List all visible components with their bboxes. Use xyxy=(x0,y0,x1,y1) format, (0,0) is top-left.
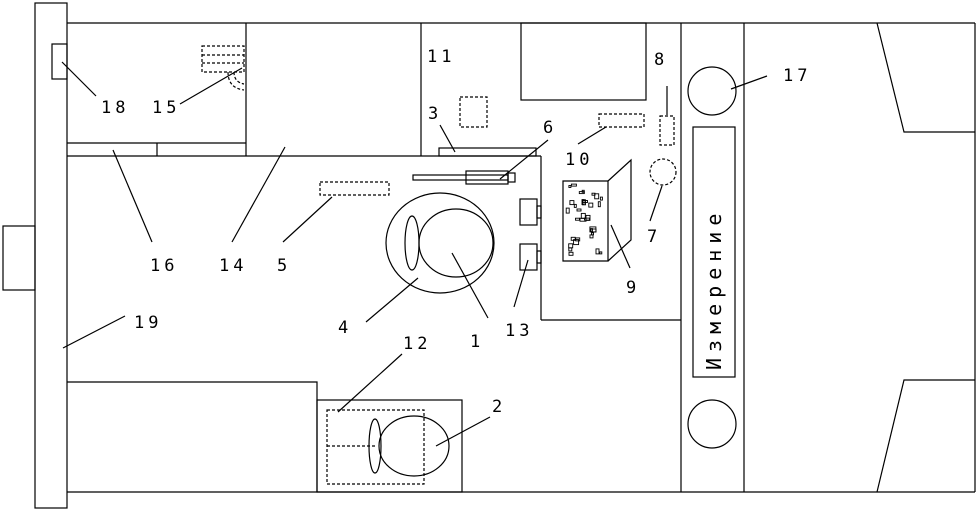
leader-6 xyxy=(499,139,549,180)
board-component xyxy=(578,191,585,195)
unit-2-housing xyxy=(316,399,463,493)
display-window xyxy=(692,126,736,378)
board-component xyxy=(588,202,594,208)
label-11: 11 xyxy=(427,47,455,67)
board-component xyxy=(582,200,588,203)
board-component xyxy=(576,208,582,212)
rod-6-tip xyxy=(507,172,516,183)
label-19: 19 xyxy=(134,313,162,333)
part-10 xyxy=(598,113,645,128)
lower-compartment xyxy=(67,381,318,492)
board-component xyxy=(591,232,594,236)
label-3: 3 xyxy=(428,104,442,124)
board-component xyxy=(589,234,594,239)
assembly-4 xyxy=(385,192,495,294)
leader-12 xyxy=(337,353,403,413)
display-word: Измерение xyxy=(702,208,726,370)
board-component xyxy=(565,207,570,214)
board-component xyxy=(582,199,586,206)
label-4: 4 xyxy=(338,318,352,338)
board-component xyxy=(597,201,601,208)
board-component xyxy=(585,214,591,221)
top-module xyxy=(520,22,647,101)
board-component xyxy=(568,243,574,249)
block-15-curve-2 xyxy=(233,71,245,85)
label-12: 12 xyxy=(403,334,431,354)
leader-14 xyxy=(231,146,286,243)
block-5 xyxy=(319,181,390,196)
sensor-11 xyxy=(459,96,488,128)
label-9: 9 xyxy=(626,278,640,298)
leader-1 xyxy=(451,252,489,319)
right-trapezoid-bottom xyxy=(876,379,975,493)
assembly-4-lens xyxy=(404,215,420,271)
label-7: 7 xyxy=(647,227,661,247)
part-1-disc xyxy=(418,208,494,278)
leader-9 xyxy=(610,224,631,269)
part-8 xyxy=(659,115,675,146)
leader-15 xyxy=(179,67,243,105)
block-15 xyxy=(201,45,245,73)
leader-5 xyxy=(282,196,333,243)
panel-connector xyxy=(51,43,68,80)
leader-19 xyxy=(62,315,126,349)
board-component xyxy=(570,183,577,187)
leader-18 xyxy=(61,61,97,97)
label-8: 8 xyxy=(654,50,668,70)
board-component xyxy=(573,239,580,246)
board-component xyxy=(573,203,577,208)
label-16: 16 xyxy=(150,256,178,276)
leader-17 xyxy=(730,75,768,90)
panel-handle xyxy=(2,225,36,291)
label-5: 5 xyxy=(277,256,291,276)
board-component xyxy=(594,193,600,200)
board-component xyxy=(568,247,573,252)
label-15: 15 xyxy=(152,98,180,118)
connector-13-upper xyxy=(519,198,538,226)
indicator-top-17 xyxy=(687,66,737,116)
label-18: 18 xyxy=(101,98,129,118)
board-component xyxy=(575,217,580,221)
board-component xyxy=(590,228,593,233)
label-6: 6 xyxy=(543,118,557,138)
board-component xyxy=(589,226,597,233)
connector-13-upper-pin xyxy=(536,205,542,219)
unit-2-disc xyxy=(378,415,450,477)
indicator-bottom xyxy=(687,399,737,449)
leader-13 xyxy=(513,259,529,308)
board-component xyxy=(599,196,603,201)
rod-6 xyxy=(412,174,509,181)
label-10: 10 xyxy=(565,150,593,170)
part-7 xyxy=(649,158,677,186)
leader-10 xyxy=(577,126,607,145)
board-component xyxy=(595,248,600,255)
board-component xyxy=(569,200,575,206)
leader-4 xyxy=(365,277,419,323)
leader-7 xyxy=(649,185,663,222)
label-14: 14 xyxy=(219,256,247,276)
board-component xyxy=(599,251,603,255)
label-17: 17 xyxy=(783,66,811,86)
block-15-curve-1 xyxy=(227,71,245,91)
right-trapezoid-top xyxy=(876,22,975,133)
unit-2-lens xyxy=(368,418,382,474)
leader-2 xyxy=(435,416,491,447)
plate-3 xyxy=(438,147,537,157)
circuit-board-9-bracket xyxy=(607,158,632,262)
label-2: 2 xyxy=(492,397,506,417)
unit-2-frame xyxy=(326,409,425,485)
leader-16 xyxy=(112,149,153,243)
label-1: 1 xyxy=(470,332,484,352)
circuit-board-components xyxy=(565,183,603,256)
leader-3 xyxy=(439,124,456,153)
board-component xyxy=(568,185,572,188)
label-13: 13 xyxy=(505,321,533,341)
connector-13-lower xyxy=(519,243,538,271)
connector-13-lower-pin xyxy=(536,250,542,264)
board-component xyxy=(568,251,574,256)
board-component xyxy=(580,212,586,219)
